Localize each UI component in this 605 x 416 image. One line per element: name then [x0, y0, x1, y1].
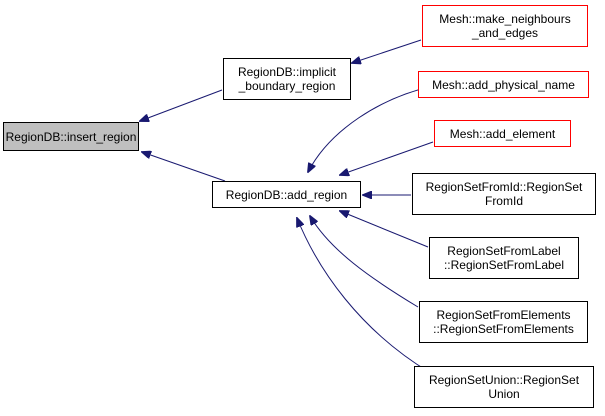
node-add-physical-name-label: Mesh::add_physical_name: [432, 77, 575, 92]
node-region-set-from-elements-line2: ::RegionSetFromElements: [433, 322, 574, 336]
edge-region-set-from-elements-to-add-region: [310, 216, 419, 308]
node-region-set-from-id-line2: FromId: [484, 194, 523, 208]
node-region-set-union-line2: Union: [488, 387, 520, 401]
node-region-set-from-elements-line1: RegionSetFromElements: [436, 308, 571, 322]
node-region-set-from-id[interactable]: RegionSetFromId::RegionSet FromId: [412, 173, 596, 215]
edge-region-set-from-label-to-add-region: [340, 211, 429, 248]
node-region-set-from-elements[interactable]: RegionSetFromElements ::RegionSetFromEle…: [419, 301, 588, 343]
node-add-element-label: Mesh::add_element: [449, 126, 556, 141]
node-make-neighbours-and-edges-line1: Mesh::make_neighbours: [439, 12, 571, 26]
node-region-set-from-id-line1: RegionSetFromId::RegionSet: [425, 180, 583, 194]
node-implicit-boundary-region-line2: _boundary_region: [238, 79, 336, 93]
node-make-neighbours-and-edges[interactable]: Mesh::make_neighbours _and_edges: [422, 5, 588, 47]
node-add-region-label: RegionDB::add_region: [225, 187, 348, 202]
node-region-set-union[interactable]: RegionSetUnion::RegionSet Union: [414, 366, 594, 408]
node-add-physical-name[interactable]: Mesh::add_physical_name: [418, 71, 589, 98]
edge-add-physical-name-to-add-region: [308, 85, 434, 172]
node-add-element[interactable]: Mesh::add_element: [434, 120, 571, 147]
edge-implicit-boundary-to-insert-region: [140, 89, 223, 121]
node-region-set-from-label[interactable]: RegionSetFromLabel ::RegionSetFromLabel: [429, 237, 579, 279]
node-implicit-boundary-region[interactable]: RegionDB::implicit _boundary_region: [223, 58, 351, 100]
edge-add-region-to-insert-region: [142, 152, 226, 182]
edge-add-element-to-add-region: [340, 141, 434, 175]
node-implicit-boundary-region-line1: RegionDB::implicit: [237, 65, 337, 79]
node-add-region[interactable]: RegionDB::add_region: [212, 181, 361, 208]
node-insert-region[interactable]: RegionDB::insert_region: [3, 122, 139, 151]
node-make-neighbours-and-edges-line2: _and_edges: [471, 26, 539, 40]
node-region-set-from-label-line1: RegionSetFromLabel: [447, 244, 561, 258]
node-region-set-from-label-line2: ::RegionSetFromLabel: [443, 258, 565, 272]
edge-make-neighbours-to-implicit-boundary: [352, 39, 422, 63]
edge-region-set-union-to-add-region: [297, 218, 430, 373]
node-insert-region-label: RegionDB::insert_region: [5, 129, 137, 144]
node-region-set-union-line1: RegionSetUnion::RegionSet: [428, 373, 580, 387]
